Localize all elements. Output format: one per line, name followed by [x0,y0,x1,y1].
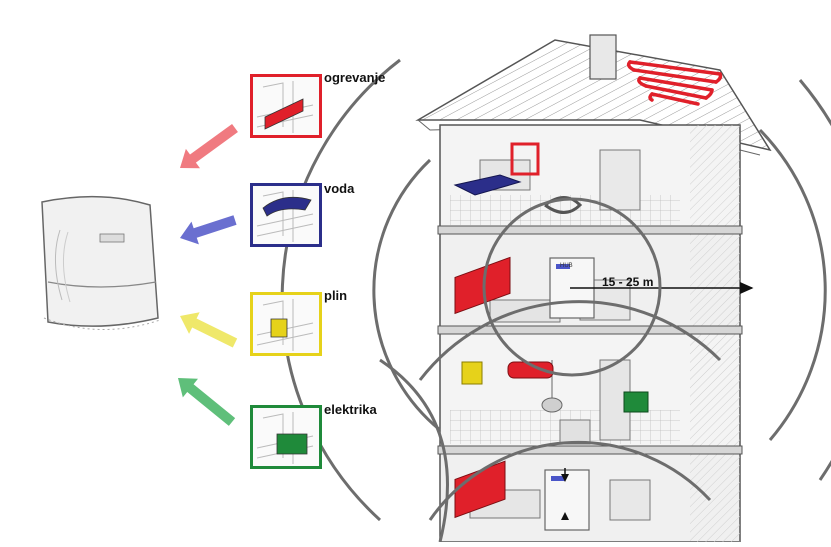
device-screen-label: HUB [560,263,573,269]
electric-meter-icon [623,391,649,413]
arrow-ogrevanje [180,123,238,169]
legend-label-elektrika: elektrika [324,402,377,417]
legend-thumbnail-art [256,81,314,133]
legend-thumbnail-plin [250,292,322,356]
legend-label-ogrevanje: ogrevanje [324,70,386,85]
ogrevanje-thumbnail-object [264,98,304,130]
elektrika-thumbnail-object [276,433,308,455]
plin-thumbnail-object [270,318,288,338]
arrow-plin [180,312,238,348]
legend-thumbnail-art [256,190,314,242]
legend-thumbnail-voda [250,183,322,247]
legend-thumbnail-ogrevanje [250,74,322,138]
legend-thumbnail-art [256,299,314,351]
legend-label-voda: voda [324,181,355,196]
legend-thumbnail-art [256,412,314,464]
bathtub-icon [453,174,522,196]
legend-label-plin: plin [324,288,348,303]
legend-thumbnail-elektrika [250,405,322,469]
voda-thumbnail-object [262,196,312,217]
gas-meter-icon [461,361,483,385]
arrow-elektrika [178,378,236,426]
signal-range-circles [280,58,831,543]
arrow-voda [180,215,237,245]
range-label: 15 - 25 m [602,275,654,289]
radiator-icon [454,142,583,519]
wall-hub-device [41,195,161,331]
